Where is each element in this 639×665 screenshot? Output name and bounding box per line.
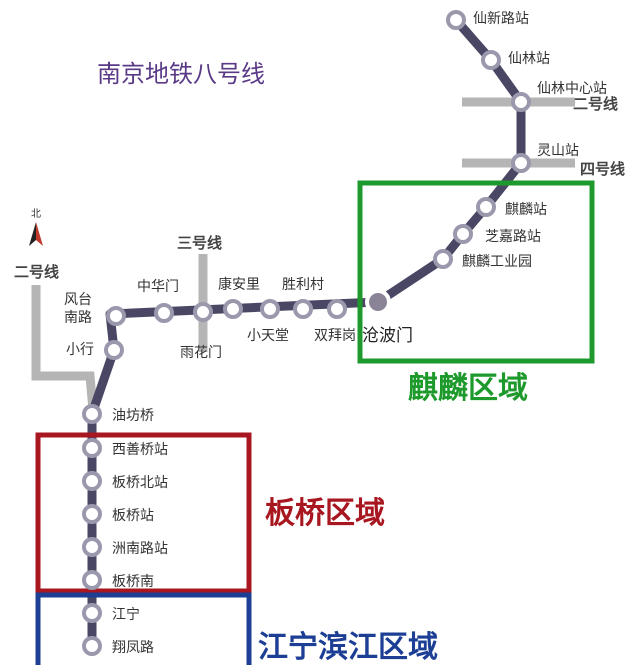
station-label-xianxinlu: 仙新路站 — [473, 11, 529, 27]
station-label-kanganli: 康安里 — [218, 276, 260, 293]
station-marker-shuangbaigang[interactable] — [327, 299, 347, 319]
station-marker-kanganli[interactable] — [223, 299, 243, 319]
north-arrow-icon — [29, 222, 43, 246]
region-label-banqiao: 板桥区域 — [265, 496, 385, 531]
region-box-jiangning — [35, 592, 252, 665]
station-label-banqiao: 板桥站 — [112, 508, 154, 524]
station-marker-youfangqiao[interactable] — [82, 404, 102, 424]
region-box-banqiao — [35, 432, 252, 594]
station-marker-qilin[interactable] — [476, 197, 496, 217]
station-label-jiangning: 江宁 — [112, 606, 140, 623]
station-marker-banqiao[interactable] — [82, 504, 102, 524]
station-marker-jiangning[interactable] — [82, 603, 102, 623]
station-label-zhijialu: 芝嘉路站 — [485, 229, 541, 245]
station-label-xiaohang: 小行 — [66, 342, 94, 358]
station-marker-xiaohang[interactable] — [104, 340, 124, 360]
line-tag-2-left: 二号线 — [14, 263, 59, 281]
station-label-youfangqiao: 油坊桥 — [112, 408, 154, 424]
station-label-cangbomen: 沧波门 — [362, 326, 413, 346]
station-marker-xiaotiantang[interactable] — [260, 299, 280, 319]
station-label-lingshan: 灵山站 — [537, 143, 579, 159]
station-label-qilin: 麒麟站 — [505, 202, 547, 218]
map-title: 南京地铁八号线 — [97, 60, 265, 88]
station-marker-yuhuamen[interactable] — [193, 302, 213, 322]
station-label-zhounanlu: 洲南路站 — [112, 541, 168, 557]
station-label-banqiaobei: 板桥北站 — [112, 475, 168, 491]
station-label-xiangfenglu: 翔凤路 — [112, 640, 154, 656]
line-tag-4: 四号线 — [580, 160, 625, 178]
station-label-yuhuamen: 雨花门 — [180, 345, 222, 361]
region-label-jiangning: 江宁滨江区域 — [258, 630, 438, 665]
station-label-shengli: 胜利村 — [282, 277, 324, 293]
station-marker-shengli[interactable] — [293, 299, 313, 319]
station-marker-banqiaobei[interactable] — [82, 471, 102, 491]
station-marker-banqiaonan[interactable] — [82, 570, 102, 590]
station-marker-zhounanlu[interactable] — [82, 537, 102, 557]
station-marker-cangbomen[interactable] — [365, 289, 391, 315]
station-label-fengtainanlu: 风台 南路 — [64, 292, 96, 326]
region-box-qilin — [357, 180, 595, 364]
station-marker-qilingongyeyuan[interactable] — [433, 249, 453, 269]
station-marker-xianxinlu[interactable] — [446, 10, 466, 30]
station-marker-fengtainanlu[interactable] — [106, 306, 126, 326]
station-label-xiaotiantang: 小天堂 — [247, 328, 289, 344]
station-marker-xianlin[interactable] — [481, 50, 501, 70]
north-label: 北 — [31, 208, 41, 220]
region-label-qilin: 麒麟区域 — [408, 371, 528, 406]
line-tag-3: 三号线 — [177, 234, 222, 252]
station-label-shuangbaigang: 双拜岗 — [314, 328, 356, 344]
station-label-xianlinzhongxin: 仙林中心站 — [537, 81, 607, 97]
line-tag-2-top: 二号线 — [573, 95, 618, 113]
station-marker-zhonghuamen[interactable] — [154, 303, 174, 323]
station-marker-xiangfenglu[interactable] — [82, 636, 102, 656]
station-markers — [82, 10, 531, 656]
station-label-banqiaonan: 板桥南 — [112, 574, 154, 590]
station-marker-zhijialu[interactable] — [453, 224, 473, 244]
station-marker-lingshan[interactable] — [511, 153, 531, 173]
station-label-qilingongyeyuan: 麒麟工业园 — [462, 254, 532, 270]
station-marker-xishanqiao[interactable] — [82, 438, 102, 458]
transfer-line-2-left — [31, 285, 98, 411]
station-label-zhonghuamen: 中华门 — [137, 279, 179, 295]
station-marker-xianlinzhongxin[interactable] — [511, 92, 531, 112]
station-label-xianlin: 仙林站 — [508, 51, 550, 67]
station-label-xishanqiao: 西善桥站 — [112, 442, 168, 458]
